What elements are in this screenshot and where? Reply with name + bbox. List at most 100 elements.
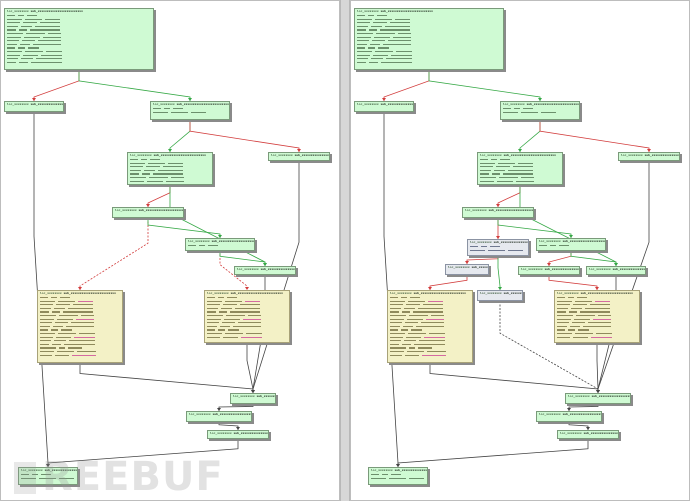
instruction-line bbox=[40, 329, 120, 333]
block-function-name: sub_xxxxxxxxxxxxxxxxxxxxxxxxx bbox=[28, 9, 83, 13]
block-address: loc_xxxxxxxx bbox=[207, 291, 229, 295]
basic-block-f[interactable]: loc_xxxxxxxx sub_xxxxxxxxxxxxxxxxxxxxxxx… bbox=[112, 207, 184, 218]
block-address: loc_xxxxxxxx bbox=[568, 394, 590, 398]
instruction-line bbox=[480, 176, 560, 181]
flow-edge bbox=[548, 275, 598, 290]
instruction-line bbox=[371, 474, 425, 478]
instruction-line bbox=[130, 166, 210, 170]
basic-block-header: loc_xxxxxxxx sub_xxxxxxxxxxxxxxxxxxxxxxx… bbox=[271, 153, 329, 158]
instruction-line bbox=[357, 18, 501, 22]
flow-edge bbox=[246, 343, 254, 393]
block-address: loc_xxxxxxxx bbox=[480, 153, 502, 157]
instruction-line bbox=[207, 311, 287, 315]
basic-block-m[interactable]: loc_xxxxxxxx sub_xxxxxxxxxxxxxxxxxxxxxxx… bbox=[557, 430, 619, 439]
pane-splitter[interactable] bbox=[340, 0, 350, 501]
basic-block-a[interactable]: loc_xxxxxxxx sub_xxxxxxxxxxxxxxxxxxxxxxx… bbox=[354, 8, 504, 70]
instruction-line bbox=[130, 173, 210, 177]
flow-edge bbox=[429, 275, 468, 290]
block-address: loc_xxxxxxxx bbox=[115, 208, 137, 212]
flow-edge-arrowhead bbox=[168, 149, 172, 152]
basic-block-q[interactable]: loc_xxxxxxxx sub_xxxxxxxxxxxxxxxxxxxxxxx… bbox=[445, 264, 489, 275]
block-address: loc_xxxxxxxx bbox=[188, 239, 210, 243]
basic-block-n[interactable]: loc_xxxxxxxx sub_xxxxxxxxxxxxxxxxxxxxxxx… bbox=[368, 467, 428, 485]
basic-block-d[interactable]: loc_xxxxxxxx sub_xxxxxxxxxxxxxxxxxxxxxxx… bbox=[477, 152, 563, 185]
basic-block-header: loc_xxxxxxxx sub_xxxxxxxxxxxxxxxxxxxxxxx… bbox=[7, 9, 151, 14]
basic-block-header: loc_xxxxxxxx sub_xxxxxxxxxxxxxxxxxxxxxxx… bbox=[21, 468, 77, 473]
basic-block-r[interactable]: loc_xxxxxxxx sub_xxxxxxxxxxxxxxxxxxxxxxx… bbox=[477, 290, 523, 301]
block-address: loc_xxxxxxxx bbox=[521, 267, 543, 271]
disassembly-lines bbox=[539, 245, 603, 249]
instruction-line bbox=[40, 297, 120, 301]
basic-block-k[interactable]: loc_xxxxxxxx sub_xxxxxxxxxxxxxxxxxxxxxxx… bbox=[230, 393, 276, 404]
block-function-name: sub_xxxxxxxxxxxxxxxxxxxxxxxxx bbox=[30, 102, 64, 106]
instruction-line bbox=[40, 347, 120, 351]
basic-block-g[interactable]: loc_xxxxxxxx sub_xxxxxxxxxxxxxxxxxxxxxxx… bbox=[536, 238, 606, 251]
instruction-line bbox=[390, 340, 470, 344]
graph-view-left[interactable]: loc_xxxxxxxx sub_xxxxxxxxxxxxxxxxxxxxxxx… bbox=[0, 0, 340, 501]
instruction-line bbox=[557, 332, 637, 337]
basic-block-j[interactable]: loc_xxxxxxxx sub_xxxxxxxxxxxxxxxxxxxxxxx… bbox=[204, 290, 290, 343]
basic-block-l[interactable]: loc_xxxxxxxx sub_xxxxxxxxxxxxxxxxxxxxxxx… bbox=[536, 411, 602, 422]
instruction-line bbox=[207, 332, 287, 337]
basic-block-g[interactable]: loc_xxxxxxxx sub_xxxxxxxxxxxxxxxxxxxxxxx… bbox=[185, 238, 255, 251]
block-address: loc_xxxxxxxx bbox=[7, 9, 29, 13]
instruction-line bbox=[390, 314, 470, 319]
flow-edge-arrowhead bbox=[245, 287, 249, 290]
instruction-line bbox=[557, 300, 637, 304]
control-flow-edges-left bbox=[32, 70, 301, 467]
basic-block-header: loc_xxxxxxxx sub_xxxxxxxxxxxxxxxxxxxxxxx… bbox=[188, 239, 254, 244]
block-function-name: sub_xxxxxxxxxxxxxxxxxxxxxxxxx bbox=[294, 153, 329, 157]
basic-block-d[interactable]: loc_xxxxxxxx sub_xxxxxxxxxxxxxxxxxxxxxxx… bbox=[127, 152, 213, 185]
flow-edge-arrowhead bbox=[538, 98, 542, 101]
basic-block-m[interactable]: loc_xxxxxxxx sub_xxxxxxxxxxxxxxxxxxxxxxx… bbox=[207, 430, 269, 439]
basic-block-h[interactable]: loc_xxxxxxxx sub_xxxxxxxxxxxxxxxxxxxxxxx… bbox=[234, 266, 296, 275]
instruction-line bbox=[357, 58, 501, 62]
instruction-line bbox=[357, 47, 501, 51]
basic-block-p[interactable]: loc_xxxxxxxx sub_xxxxxxxxxxxxxxxxxxxxxxx… bbox=[467, 239, 529, 256]
basic-block-j[interactable]: loc_xxxxxxxx sub_xxxxxxxxxxxxxxxxxxxxxxx… bbox=[554, 290, 640, 343]
basic-block-header: loc_xxxxxxxx sub_xxxxxxxxxxxxxxxxxxxxxxx… bbox=[207, 291, 287, 296]
block-address: loc_xxxxxxxx bbox=[480, 291, 502, 295]
instruction-line bbox=[7, 22, 151, 26]
instruction-line bbox=[480, 173, 560, 177]
flow-edge bbox=[169, 185, 266, 266]
block-address: loc_xxxxxxxx bbox=[357, 9, 379, 13]
basic-block-i[interactable]: loc_xxxxxxxx sub_xxxxxxxxxxxxxxxxxxxxxxx… bbox=[387, 290, 473, 363]
basic-block-l[interactable]: loc_xxxxxxxx sub_xxxxxxxxxxxxxxxxxxxxxxx… bbox=[186, 411, 252, 422]
block-address: loc_xxxxxxxx bbox=[237, 267, 259, 271]
basic-block-b[interactable]: loc_xxxxxxxx sub_xxxxxxxxxxxxxxxxxxxxxxx… bbox=[354, 101, 414, 112]
instruction-line bbox=[371, 477, 425, 481]
basic-block-b[interactable]: loc_xxxxxxxx sub_xxxxxxxxxxxxxxxxxxxxxxx… bbox=[4, 101, 64, 112]
instruction-line bbox=[7, 54, 151, 58]
instruction-line bbox=[130, 176, 210, 181]
basic-block-n[interactable]: loc_xxxxxxxx sub_xxxxxxxxxxxxxxxxxxxxxxx… bbox=[18, 467, 78, 485]
flow-edge bbox=[497, 185, 521, 207]
basic-block-a[interactable]: loc_xxxxxxxx sub_xxxxxxxxxxxxxxxxxxxxxxx… bbox=[4, 8, 154, 70]
basic-block-header: loc_xxxxxxxx sub_xxxxxxxxxxxxxxxxxxxxxxx… bbox=[557, 291, 637, 296]
basic-block-f[interactable]: loc_xxxxxxxx sub_xxxxxxxxxxxxxxxxxxxxxxx… bbox=[462, 207, 534, 218]
basic-block-e[interactable]: loc_xxxxxxxx sub_xxxxxxxxxxxxxxxxxxxxxxx… bbox=[618, 152, 680, 161]
graph-view-right[interactable]: loc_xxxxxxxx sub_xxxxxxxxxxxxxxxxxxxxxxx… bbox=[350, 0, 690, 501]
basic-block-header: loc_xxxxxxxx sub_xxxxxxxxxxxxxxxxxxxxxxx… bbox=[115, 208, 183, 213]
instruction-line bbox=[357, 54, 501, 58]
instruction-line bbox=[539, 245, 603, 249]
instruction-line bbox=[40, 336, 120, 340]
disassembly-lines bbox=[153, 108, 227, 115]
basic-block-c[interactable]: loc_xxxxxxxx sub_xxxxxxxxxxxxxxxxxxxxxxx… bbox=[500, 101, 580, 120]
basic-block-s[interactable]: loc_xxxxxxxx sub_xxxxxxxxxxxxxxxxxxxxxxx… bbox=[518, 266, 580, 275]
block-address: loc_xxxxxxxx bbox=[371, 468, 393, 472]
flow-edge bbox=[79, 363, 254, 393]
basic-block-i[interactable]: loc_xxxxxxxx sub_xxxxxxxxxxxxxxxxxxxxxxx… bbox=[37, 290, 123, 363]
instruction-line bbox=[130, 169, 210, 173]
instruction-line bbox=[390, 329, 470, 333]
instruction-line bbox=[207, 336, 287, 340]
block-address: loc_xxxxxxxx bbox=[470, 240, 492, 244]
block-address: loc_xxxxxxxx bbox=[189, 412, 211, 416]
basic-block-c[interactable]: loc_xxxxxxxx sub_xxxxxxxxxxxxxxxxxxxxxxx… bbox=[150, 101, 230, 120]
instruction-line bbox=[470, 249, 526, 253]
basic-block-h[interactable]: loc_xxxxxxxx sub_xxxxxxxxxxxxxxxxxxxxxxx… bbox=[586, 266, 646, 275]
instruction-line bbox=[40, 325, 120, 329]
basic-block-k[interactable]: loc_xxxxxxxx sub_xxxxxxxxxxxxxxxxxxxxxxx… bbox=[565, 393, 631, 404]
basic-block-e[interactable]: loc_xxxxxxxx sub_xxxxxxxxxxxxxxxxxxxxxxx… bbox=[268, 152, 330, 161]
instruction-line bbox=[357, 15, 501, 19]
